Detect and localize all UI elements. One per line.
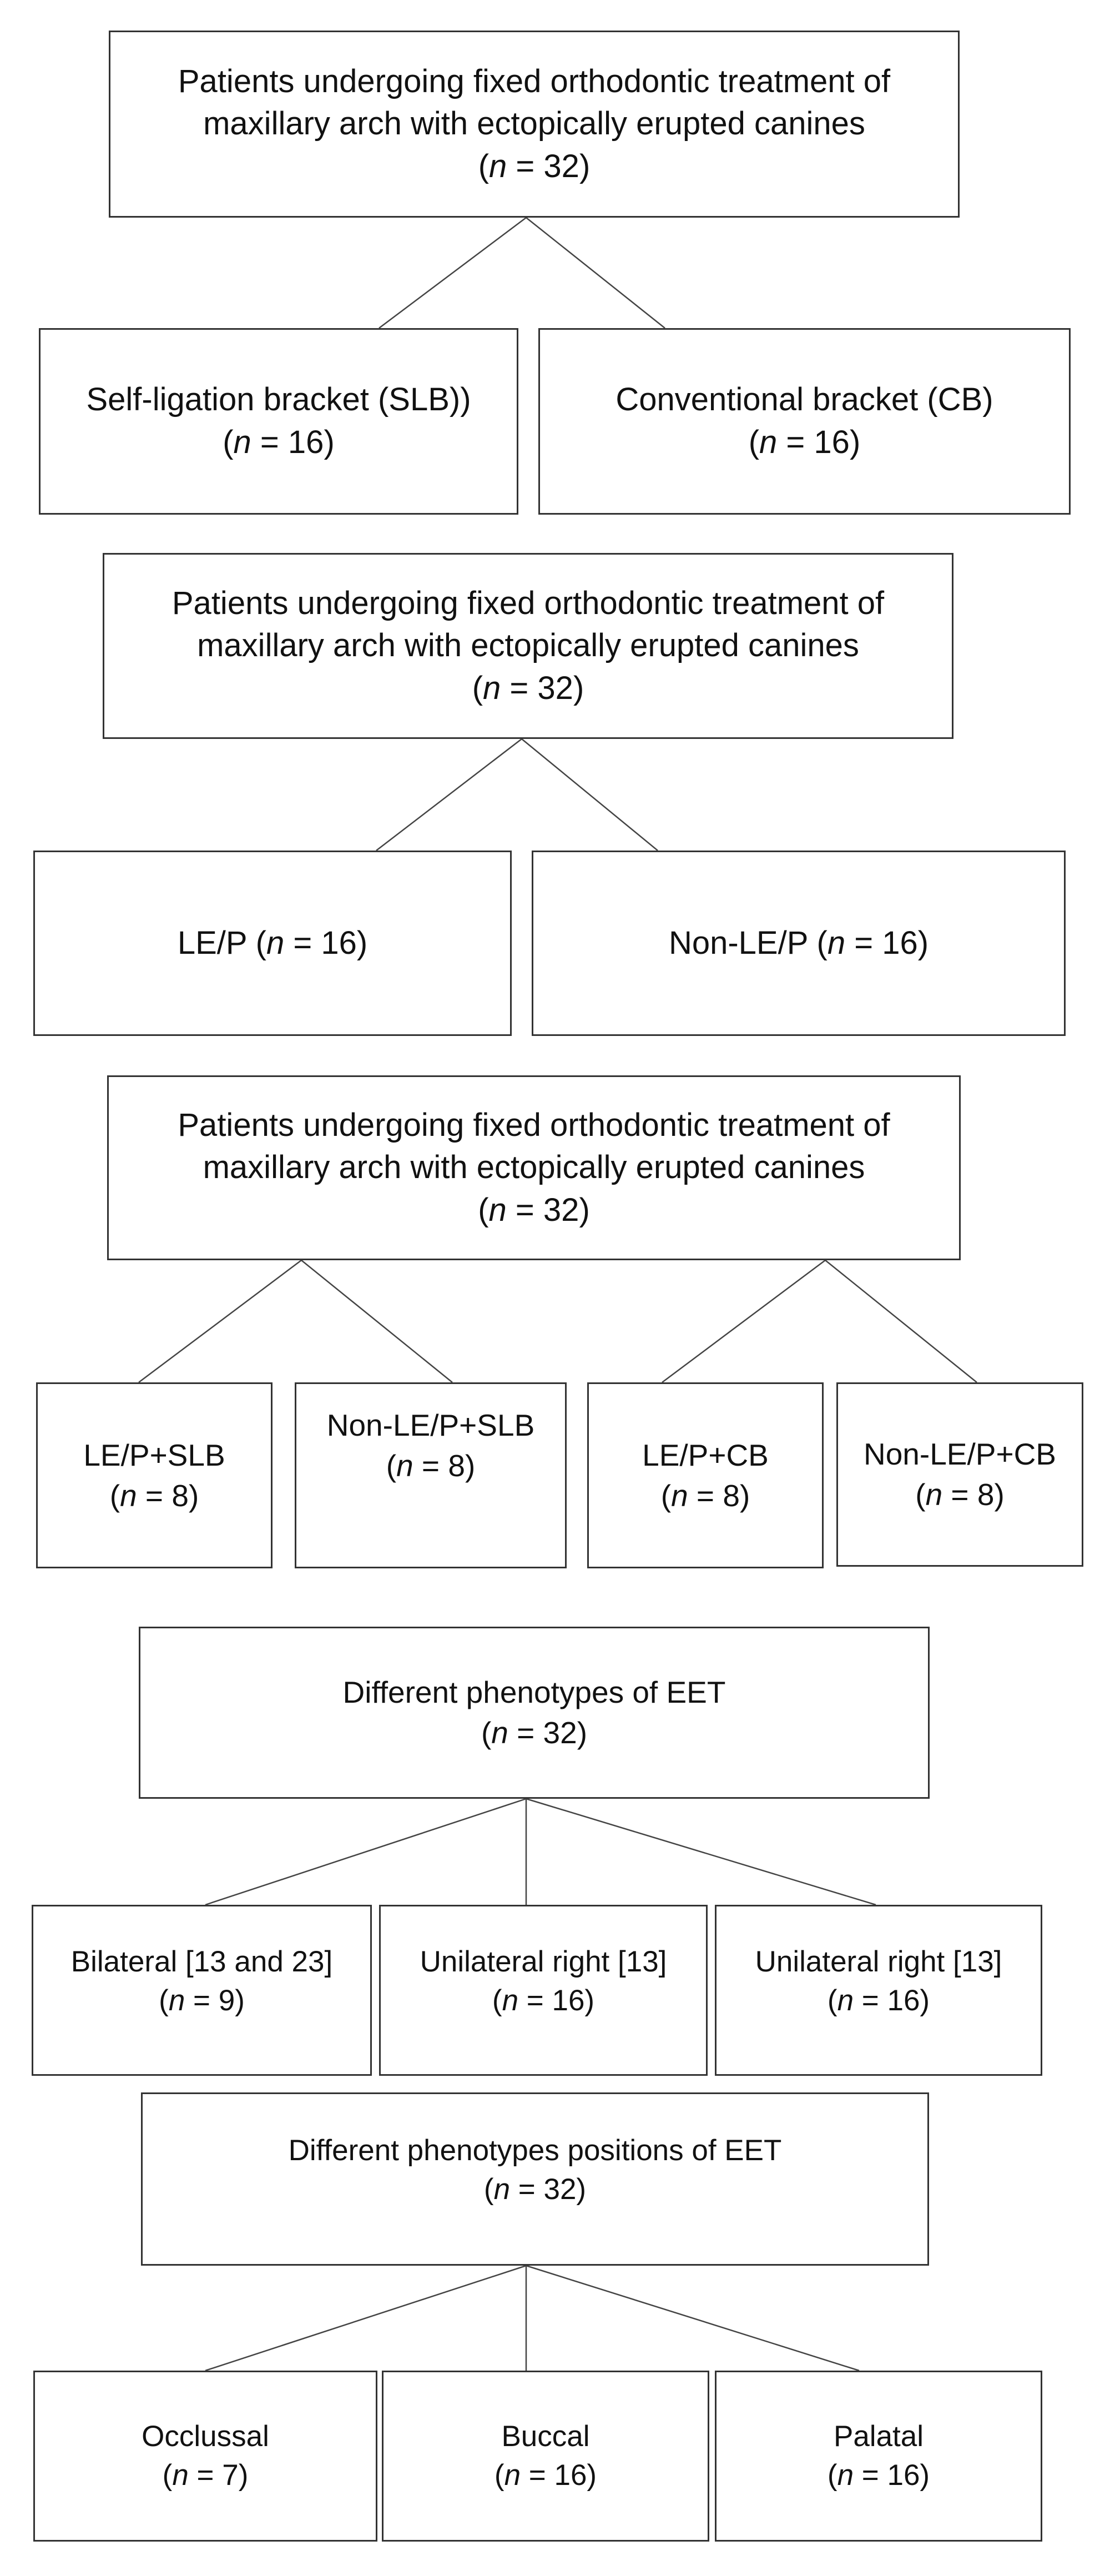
child-box-lep-cb: LE/P+CB (n = 8) (587, 1382, 824, 1568)
connector-line (526, 2265, 860, 2372)
connector-line (521, 738, 658, 851)
child-box-cb: Conventional bracket (CB) (n = 16) (538, 328, 1071, 515)
child-label: Occlussal (142, 2420, 269, 2453)
root-box: Patients undergoing fixed orthodontic tr… (103, 553, 953, 739)
root-text-line: Different phenotypes positions of EET (288, 2134, 782, 2167)
child-count: (n = 8) (660, 1478, 750, 1513)
child-count: (n = 9) (159, 1984, 245, 2017)
child-label: Non-LE/P+CB (864, 1437, 1056, 1472)
root-count: (n = 32) (478, 1191, 590, 1228)
child-box-unilateral-right-2: Unilateral right [13] (n = 16) (715, 1905, 1042, 2076)
root-count: (n = 32) (481, 1715, 588, 1750)
root-box: Different phenotypes of EET (n = 32) (139, 1627, 930, 1799)
connector-line (825, 1260, 977, 1383)
root-box: Patients undergoing fixed orthodontic tr… (109, 31, 960, 218)
child-label: Self-ligation bracket (SLB)) (86, 381, 471, 418)
child-box-lep: LE/P (n = 16) (33, 851, 512, 1036)
child-box-bilateral: Bilateral [13 and 23] (n = 9) (32, 1905, 372, 2076)
child-label: Unilateral right [13] (755, 1945, 1002, 1979)
root-text-line: Patients undergoing fixed orthodontic tr… (171, 585, 885, 621)
child-label: Non-LE/P+SLB (326, 1408, 535, 1442)
child-count: (n = 7) (162, 2459, 249, 2492)
root-count: (n = 32) (472, 670, 584, 706)
child-label: Buccal (501, 2420, 590, 2453)
connector-line (205, 1798, 527, 1906)
child-box-unilateral-right: Unilateral right [13] (n = 16) (379, 1905, 708, 2076)
child-label: Non-LE/P (n = 16) (668, 924, 929, 961)
connector-line (205, 2265, 527, 2372)
child-count: (n = 16) (748, 424, 861, 460)
child-label: Palatal (833, 2420, 924, 2453)
root-text-line: maxillary arch with ectopically erupted … (197, 627, 859, 664)
child-box-non-lep-cb: Non-LE/P+CB (n = 8) (836, 1382, 1083, 1567)
child-count: (n = 16) (827, 1984, 930, 2017)
connector-line (379, 217, 527, 329)
child-count: (n = 8) (386, 1448, 476, 1483)
child-label: LE/P+CB (642, 1437, 769, 1472)
root-text-line: maxillary arch with ectopically erupted … (203, 105, 865, 142)
child-box-non-lep: Non-LE/P (n = 16) (532, 851, 1066, 1036)
root-text-line: maxillary arch with ectopically erupted … (203, 1149, 865, 1186)
child-label: Unilateral right [13] (420, 1945, 667, 1979)
root-box: Patients undergoing fixed orthodontic tr… (107, 1075, 961, 1260)
child-label: LE/P+SLB (83, 1437, 225, 1472)
root-text-line: Different phenotypes of EET (342, 1675, 726, 1710)
connector-line (526, 1798, 876, 1906)
child-count: (n = 8) (109, 1478, 199, 1513)
root-box: Different phenotypes positions of EET (n… (141, 2092, 929, 2266)
child-count: (n = 16) (827, 2459, 930, 2492)
child-count: (n = 8) (915, 1477, 1005, 1512)
connector-line (301, 1260, 453, 1383)
child-box-buccal: Buccal (n = 16) (382, 2371, 709, 2542)
connector-line (662, 1259, 826, 1383)
child-count: (n = 16) (223, 424, 335, 460)
root-count: (n = 32) (483, 2173, 587, 2206)
connector-line (526, 217, 665, 329)
connector-line (138, 1260, 302, 1383)
child-box-non-lep-slb: Non-LE/P+SLB (n = 8) (295, 1382, 567, 1568)
child-label: Bilateral [13 and 23] (70, 1945, 333, 1979)
child-box-palatal: Palatal (n = 16) (715, 2371, 1042, 2542)
child-label: LE/P (n = 16) (177, 924, 368, 961)
child-box-occlussal: Occlussal (n = 7) (33, 2371, 377, 2542)
child-box-slb: Self-ligation bracket (SLB)) (n = 16) (39, 328, 518, 515)
child-box-lep-slb: LE/P+SLB (n = 8) (36, 1382, 273, 1568)
root-text-line: Patients undergoing fixed orthodontic tr… (178, 1106, 890, 1143)
root-count: (n = 32) (478, 148, 591, 184)
child-count: (n = 16) (494, 2459, 597, 2492)
child-label: Conventional bracket (CB) (615, 381, 993, 418)
root-text-line: Patients undergoing fixed orthodontic tr… (178, 63, 891, 99)
connector-line (376, 738, 522, 851)
child-count: (n = 16) (492, 1984, 595, 2017)
